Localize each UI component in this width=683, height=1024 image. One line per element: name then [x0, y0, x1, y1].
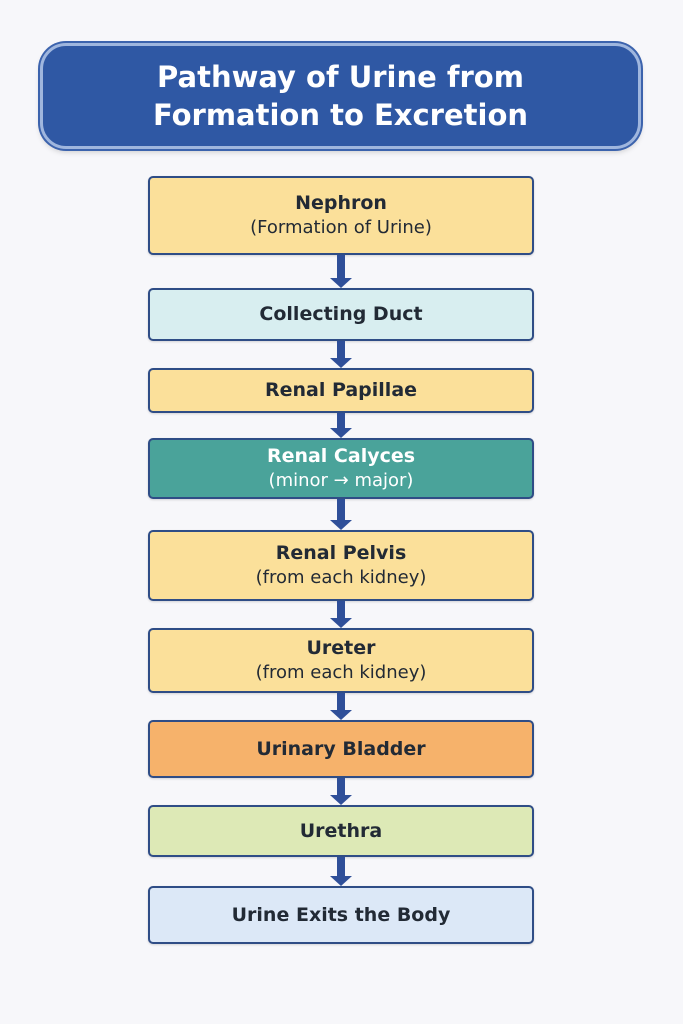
step-urine-exits: Urine Exits the Body: [148, 886, 534, 944]
step-name: Renal Papillae: [264, 379, 418, 401]
step-collecting-duct: Collecting Duct: [148, 288, 534, 341]
step-sub: (from each kidney): [255, 567, 427, 588]
step-renal-pelvis: Renal Pelvis (from each kidney): [148, 530, 534, 601]
arrow-down-icon: [330, 857, 352, 886]
step-sub: (Formation of Urine): [250, 217, 432, 238]
step-sub: (from each kidney): [255, 662, 427, 683]
diagram-title: Pathway of Urine from Formation to Excre…: [40, 43, 641, 149]
arrow-down-icon: [330, 778, 352, 805]
step-nephron: Nephron (Formation of Urine): [148, 176, 534, 255]
step-renal-calyces: Renal Calyces (minor → major): [148, 438, 534, 499]
arrow-down-icon: [330, 499, 352, 530]
arrow-down-icon: [330, 693, 352, 720]
step-name: Urinary Bladder: [256, 737, 426, 760]
arrow-down-icon: [330, 255, 352, 288]
step-renal-papillae: Renal Papillae: [148, 368, 534, 413]
title-line-2: Formation to Excretion: [152, 98, 529, 132]
step-name: Urine Exits the Body: [231, 903, 451, 926]
step-name: Renal Pelvis: [275, 542, 407, 564]
step-name: Collecting Duct: [259, 303, 423, 325]
step-sub: (minor → major): [268, 470, 414, 491]
title-line-1: Pathway of Urine from: [157, 60, 524, 94]
step-name: Ureter: [306, 637, 376, 659]
step-name: Nephron: [295, 192, 387, 214]
step-ureter: Ureter (from each kidney): [148, 628, 534, 693]
step-urinary-bladder: Urinary Bladder: [148, 720, 534, 778]
step-name: Urethra: [299, 819, 383, 842]
step-name: Renal Calyces: [266, 445, 416, 467]
arrow-down-icon: [330, 413, 352, 438]
arrow-down-icon: [330, 341, 352, 368]
step-urethra: Urethra: [148, 805, 534, 857]
arrow-down-icon: [330, 601, 352, 628]
